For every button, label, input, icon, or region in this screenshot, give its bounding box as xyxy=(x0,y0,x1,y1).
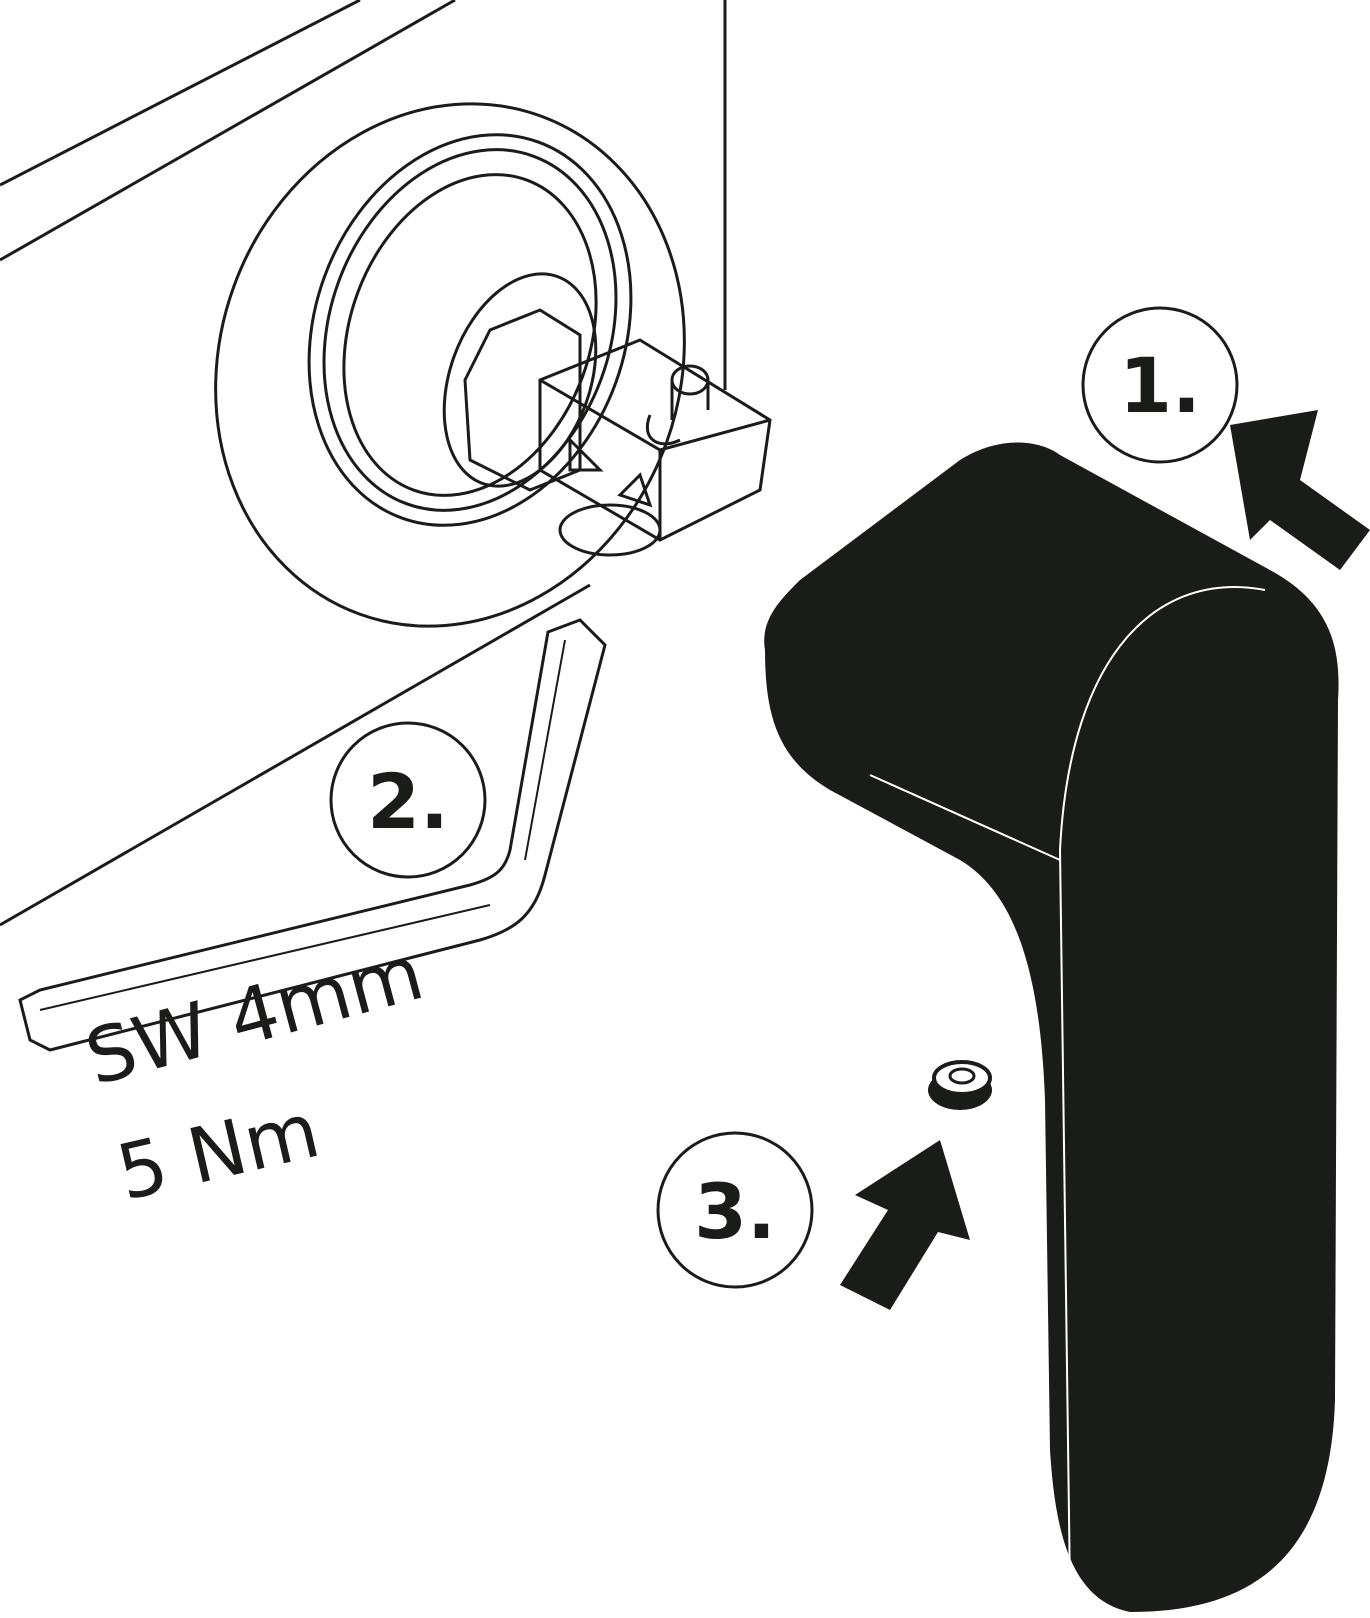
step-2-label: 2. xyxy=(367,757,449,846)
torque-label: 5 Nm xyxy=(109,1085,327,1217)
step-3-badge: 3. xyxy=(656,1131,814,1289)
lever-handle xyxy=(764,442,1339,1612)
step-2-badge: 2. xyxy=(329,721,487,879)
hex-key xyxy=(18,618,607,1052)
step-1-label: 1. xyxy=(1119,341,1201,430)
wrench-size-label: SW 4mm xyxy=(77,927,432,1102)
step-3-label: 3. xyxy=(694,1167,776,1256)
arrow-step-1-icon xyxy=(1230,410,1370,570)
cartridge-spindle xyxy=(463,308,772,557)
wall xyxy=(0,0,727,927)
arrow-step-3-icon xyxy=(840,1140,970,1310)
escutcheon xyxy=(214,102,686,628)
step-1-badge: 1. xyxy=(1081,306,1239,464)
cover-cap xyxy=(928,1060,992,1110)
